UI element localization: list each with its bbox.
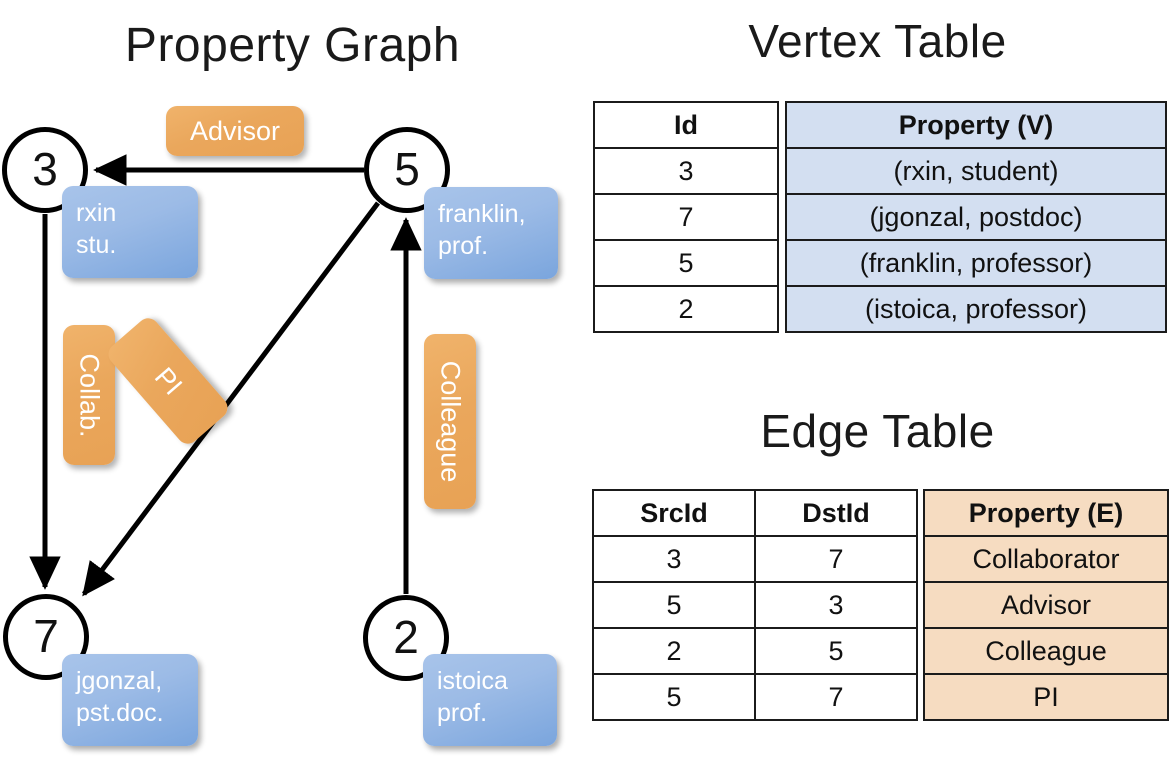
- edge-label-colleague: Colleague: [424, 334, 476, 509]
- table-header-row: SrcId DstId: [592, 489, 918, 537]
- graph-node-5-label: 5: [394, 143, 420, 195]
- vertex-table-property-column: Property (V) (rxin, student) (jgonzal, p…: [785, 101, 1167, 333]
- table-row: 5 7: [592, 673, 918, 721]
- table-row: 2 5: [592, 627, 918, 675]
- table-row: 5 3: [592, 581, 918, 629]
- table-row: (franklin, professor): [785, 239, 1167, 287]
- edge-label-collab: Collab.: [63, 325, 115, 465]
- edge-cell-dstid: 3: [754, 581, 918, 629]
- property-graph-diagram: 3 5 7 2 rxin stu. franklin, prof. jgonza…: [2, 106, 558, 746]
- vertex-cell-id: 5: [593, 239, 779, 287]
- edge-header-property: Property (E): [923, 489, 1169, 537]
- edge-label-advisor-text: Advisor: [189, 115, 281, 146]
- edge-cell-property: Colleague: [923, 627, 1169, 675]
- table-header-row: Property (V): [785, 101, 1167, 149]
- table-row: 3: [593, 147, 779, 195]
- edge-label-colleague-text: Colleague: [435, 360, 466, 483]
- edge-table-id-columns: SrcId DstId 3 7 5 3 2 5 5 7: [592, 489, 918, 721]
- table-row: PI: [923, 673, 1169, 721]
- table-row: Advisor: [923, 581, 1169, 629]
- edge-cell-dstid: 7: [754, 535, 918, 583]
- table-row: 7: [593, 193, 779, 241]
- edge-table-property-column: Property (E) Collaborator Advisor Collea…: [923, 489, 1169, 721]
- vertex-cell-property: (rxin, student): [785, 147, 1167, 195]
- vertex-header-id: Id: [593, 101, 779, 149]
- edge-5-to-7: [82, 201, 380, 597]
- graph-node-5[interactable]: 5: [364, 127, 450, 213]
- edge-header-srcid: SrcId: [592, 489, 756, 537]
- vertex-cell-property: (jgonzal, postdoc): [785, 193, 1167, 241]
- vertex-cell-id: 3: [593, 147, 779, 195]
- page-title-property-graph: Property Graph: [124, 19, 461, 72]
- section-title-edge-table: Edge Table: [760, 405, 995, 457]
- edge-cell-srcid: 3: [592, 535, 756, 583]
- edge-cell-dstid: 5: [754, 627, 918, 675]
- edge-cell-property: Advisor: [923, 581, 1169, 629]
- vertex-table-id-column: Id 3 7 5 2: [593, 101, 779, 333]
- table-row: 2: [593, 285, 779, 333]
- section-title-vertex-table: Vertex Table: [748, 15, 1007, 67]
- table-row: (istoica, professor): [785, 285, 1167, 333]
- table-row: 3 7: [592, 535, 918, 583]
- graph-node-2-label: 2: [393, 611, 419, 663]
- table-row: (jgonzal, postdoc): [785, 193, 1167, 241]
- graph-node-7-label: 7: [33, 610, 59, 662]
- vertex-cell-id: 7: [593, 193, 779, 241]
- vertex-property-box-2: istoica prof.: [423, 654, 557, 746]
- table-row: Collaborator: [923, 535, 1169, 583]
- edge-cell-srcid: 5: [592, 673, 756, 721]
- edge-cell-property: Collaborator: [923, 535, 1169, 583]
- vertex-property-box-3: rxin stu.: [62, 186, 198, 278]
- edge-cell-property: PI: [923, 673, 1169, 721]
- table-row: (rxin, student): [785, 147, 1167, 195]
- graph-edges-layer: [29, 154, 422, 597]
- edge-label-pi-text: PI: [148, 361, 189, 401]
- graph-node-2[interactable]: 2: [363, 595, 449, 681]
- table-row: Colleague: [923, 627, 1169, 675]
- edge-cell-srcid: 2: [592, 627, 756, 675]
- vertex-property-box-5: franklin, prof.: [424, 187, 558, 279]
- edge-cell-dstid: 7: [754, 673, 918, 721]
- vertex-property-box-7: jgonzal, pst.doc.: [62, 654, 198, 746]
- vertex-cell-property: (franklin, professor): [785, 239, 1167, 287]
- edge-cell-srcid: 5: [592, 581, 756, 629]
- table-header-row: Id: [593, 101, 779, 149]
- edge-label-collab-text: Collab.: [74, 352, 105, 438]
- edge-label-advisor: Advisor: [166, 106, 304, 156]
- graph-node-3-label: 3: [32, 143, 58, 195]
- vertex-cell-property: (istoica, professor): [785, 285, 1167, 333]
- table-header-row: Property (E): [923, 489, 1169, 537]
- table-row: 5: [593, 239, 779, 287]
- vertex-cell-id: 2: [593, 285, 779, 333]
- edge-header-dstid: DstId: [754, 489, 918, 537]
- vertex-header-property: Property (V): [785, 101, 1167, 149]
